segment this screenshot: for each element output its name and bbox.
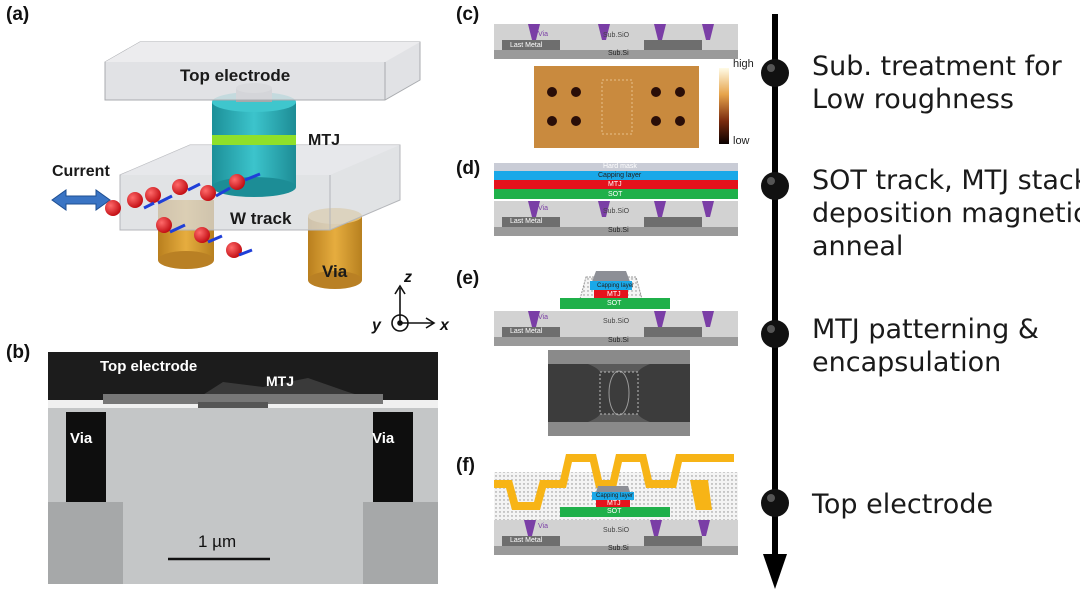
colorbar-high-label: high [733,58,754,70]
d-capping-label: Capping layer [598,172,642,179]
tem-top-electrode-label: Top electrode [100,358,198,375]
panel-b-label: (b) [6,342,31,363]
axis-z-label: z [403,269,412,286]
panel-d-cross-section [494,163,738,236]
e-via-label: Via [538,314,548,321]
top-electrode-label: Top electrode [180,66,290,85]
afm-colorbar [719,68,729,144]
top-electrode-slab [104,41,421,101]
f-sub-sio-label: Sub.SiO [603,527,630,534]
afm-image [534,66,699,148]
d-mtj-label: MTJ [608,181,622,188]
panel-f-cross-section [494,454,738,555]
current-label: Current [52,163,110,180]
current-arrow-icon [51,189,111,211]
step-2-line3: anneal [812,231,904,262]
e-sot-label: SOT [607,300,622,307]
c-sub-sio-label: Sub.SiO [603,32,630,39]
f-mtj-label: MTJ [607,500,621,507]
e-sub-si-label: Sub.Si [608,337,629,344]
panel-b-tem-image [48,352,438,584]
e-last-metal-label: Last Metal [510,328,543,335]
d-sub-si-label: Sub.Si [608,227,629,234]
e-sub-sio-label: Sub.SiO [603,318,630,325]
process-flow-arrow [763,14,787,589]
f-last-metal-label: Last Metal [510,537,543,544]
panel-c-cross-section [494,24,738,59]
d-hard-mask-label: Hard mask [603,163,637,170]
panel-d-label: (d) [456,158,481,179]
c-last-metal-label: Last Metal [510,42,543,49]
sem-image [548,350,690,436]
step-marker-1 [761,59,789,87]
tem-via-left-label: Via [70,430,93,447]
step-3-line2: encapsulation [812,347,1002,378]
panel-a-schematic: Top electrode MTJ W track Via Current [51,41,450,334]
f-via-label: Via [538,523,548,530]
step-3-text: MTJ patterning & encapsulation [812,313,1039,379]
step-1-line1: Sub. treatment for [812,51,1062,82]
d-sub-sio-label: Sub.SiO [603,208,630,215]
f-sub-si-label: Sub.Si [608,545,629,552]
electron-spins [105,172,261,258]
tem-mtj-label: MTJ [266,373,294,389]
step-marker-2 [761,172,789,200]
scale-bar-label: 1 µm [198,532,237,551]
step-3-line1: MTJ patterning & [812,314,1039,345]
e-mtj-label: MTJ [607,291,621,298]
d-last-metal-label: Last Metal [510,218,543,225]
c-via-label: Via [538,31,548,38]
step-marker-3 [761,320,789,348]
panel-e-cross-section [494,271,738,346]
axis-y-label: y [371,317,382,334]
mtj-label: MTJ [308,132,340,149]
step-1-text: Sub. treatment for Low roughness [812,50,1062,116]
step-2-text: SOT track, MTJ stack deposition magnetic… [812,164,1080,263]
e-capping-label: Capping layer [597,283,635,289]
step-1-line2: Low roughness [812,84,1014,115]
panel-a-label: (a) [6,4,30,25]
f-capping-label: Capping layer [596,493,634,499]
panel-e-label: (e) [456,268,480,289]
d-sot-label: SOT [608,191,623,198]
panel-f-label: (f) [456,455,475,476]
d-via-label: Via [538,205,548,212]
colorbar-low-label: low [733,135,750,147]
step-2-line1: SOT track, MTJ stack [812,165,1080,196]
c-sub-si-label: Sub.Si [608,50,629,57]
panel-c-label: (c) [456,4,480,25]
step-2-line2: deposition magnetic [812,198,1080,229]
step-marker-4 [761,489,789,517]
tem-via-right-label: Via [372,430,395,447]
axis-indicator-icon [391,284,436,332]
axis-x-label: x [439,317,450,334]
step-4-text: Top electrode [812,488,993,521]
via-label: Via [322,262,348,281]
w-track-label: W track [230,209,292,228]
step-4-line1: Top electrode [812,489,994,520]
f-sot-label: SOT [607,508,622,515]
